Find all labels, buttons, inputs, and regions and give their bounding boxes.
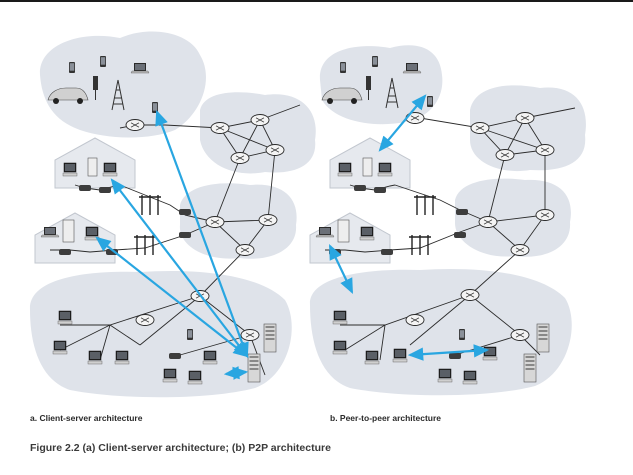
house-b-bottom xyxy=(309,212,391,264)
pc-icon xyxy=(337,162,353,177)
modem-icon xyxy=(99,187,111,193)
arrows-a xyxy=(95,109,249,380)
router-b-3 xyxy=(515,112,535,124)
cloud-a-mobile xyxy=(39,31,206,138)
server-icon xyxy=(263,323,277,353)
pc-icon xyxy=(377,162,393,177)
pc-icon xyxy=(332,310,348,325)
pc-icon xyxy=(84,226,100,241)
router-b-11 xyxy=(510,329,530,341)
poles-icon xyxy=(408,234,432,256)
modem-icon xyxy=(374,187,386,193)
router-a-5 xyxy=(230,152,250,164)
pc-icon xyxy=(57,310,73,325)
router-a-7 xyxy=(258,214,278,226)
pc-icon xyxy=(437,368,453,383)
phone-icon xyxy=(427,96,433,107)
fridge-icon xyxy=(87,157,98,177)
figure-caption: Figure 2.2 (a) Client-server architectur… xyxy=(30,442,331,454)
house-a-bottom xyxy=(34,212,116,264)
phone-icon xyxy=(69,62,75,73)
modem-icon xyxy=(456,209,468,215)
pc-icon xyxy=(162,368,178,383)
pc-icon xyxy=(62,162,78,177)
poles-icon xyxy=(413,194,437,216)
router-b-10 xyxy=(405,314,425,326)
pc-icon xyxy=(52,340,68,355)
pc-icon xyxy=(359,226,375,241)
car-icon xyxy=(47,87,89,104)
panel-a-label: a. Client-server architecture xyxy=(30,413,143,423)
phone-icon xyxy=(187,329,193,340)
cloud-b-mobile xyxy=(319,45,443,125)
traffic-light-icon xyxy=(93,76,98,100)
server-icon xyxy=(536,323,550,353)
router-b-7 xyxy=(535,209,555,221)
panel-a xyxy=(29,31,316,398)
modem-icon xyxy=(179,232,191,238)
panel-b-label: b. Peer-to-peer architecture xyxy=(330,413,442,423)
server-icon xyxy=(247,353,261,383)
cloud-b-isp-right xyxy=(470,85,586,172)
pc-icon xyxy=(202,350,218,365)
pc-icon xyxy=(462,370,478,385)
arrows-b xyxy=(329,94,490,361)
modem-icon xyxy=(381,249,393,255)
router-a-4 xyxy=(265,144,285,156)
fridge-icon xyxy=(62,219,75,243)
phone-icon xyxy=(340,62,346,73)
modem-icon xyxy=(169,353,181,359)
phone-icon xyxy=(100,56,106,67)
phone-icon xyxy=(372,56,378,67)
router-b-8 xyxy=(510,244,530,256)
router-a-2 xyxy=(210,122,230,134)
phone-icon xyxy=(152,102,158,113)
poles-icon xyxy=(138,194,162,216)
fridge-icon xyxy=(337,219,350,243)
router-a-8 xyxy=(235,244,255,256)
router-a-10 xyxy=(135,314,155,326)
pc-icon xyxy=(364,350,380,365)
modem-icon xyxy=(354,185,366,191)
traffic-light-icon xyxy=(366,76,371,100)
modem-icon xyxy=(454,232,466,238)
pc-icon xyxy=(332,340,348,355)
server-icon xyxy=(523,353,537,383)
pc-icon xyxy=(187,370,203,385)
panel-b xyxy=(309,45,586,396)
pc-icon xyxy=(87,350,103,365)
modem-icon xyxy=(79,185,91,191)
modem-icon xyxy=(179,209,191,215)
phone-icon xyxy=(459,329,465,340)
pc-icon xyxy=(392,348,408,363)
cloud-b-isp-mid xyxy=(454,178,571,257)
router-b-4 xyxy=(535,144,555,156)
router-a-1 xyxy=(125,119,145,131)
router-b-9 xyxy=(460,289,480,301)
router-a-3 xyxy=(250,114,270,126)
modem-icon xyxy=(449,353,461,359)
top-rule xyxy=(0,0,633,2)
fridge-icon xyxy=(362,157,373,177)
car-icon xyxy=(321,87,363,104)
router-b-5 xyxy=(495,149,515,161)
pc-icon xyxy=(482,346,498,361)
router-a-6 xyxy=(205,216,225,228)
router-a-11 xyxy=(240,329,260,341)
poles-icon xyxy=(133,234,157,256)
modem-icon xyxy=(59,249,71,255)
router-b-6 xyxy=(478,216,498,228)
pc-icon xyxy=(114,350,130,365)
pc-icon xyxy=(102,162,118,177)
router-b-2 xyxy=(470,122,490,134)
